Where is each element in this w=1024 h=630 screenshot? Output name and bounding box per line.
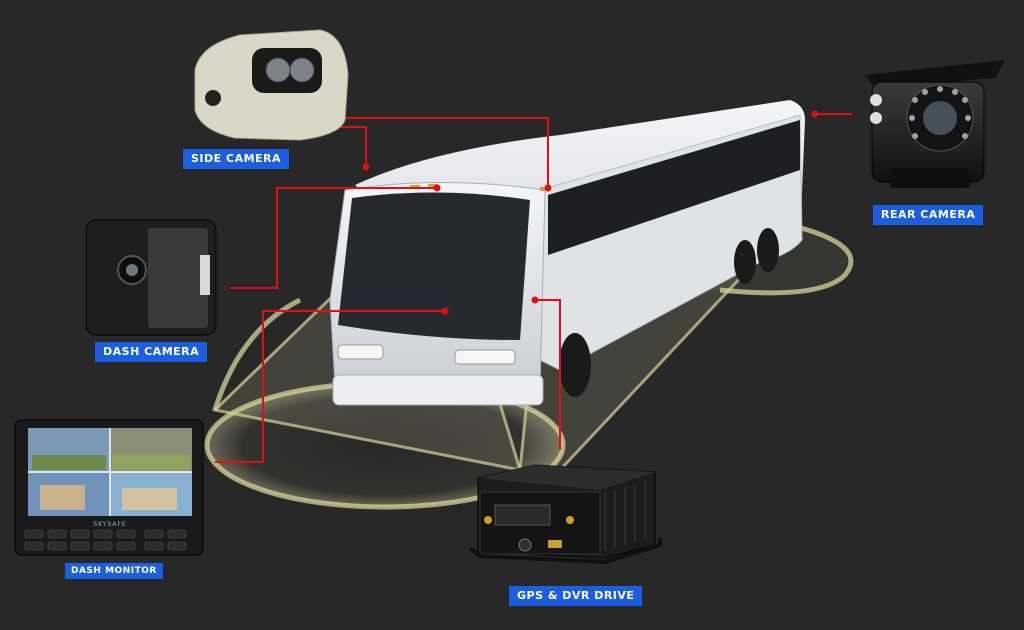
label-dash-monitor: DASH MONITOR xyxy=(65,563,163,579)
bus-side-windows xyxy=(548,120,800,255)
dvr-unit-icon xyxy=(468,464,662,565)
connector-dvr xyxy=(535,299,561,450)
connector-dash-monitor xyxy=(215,310,445,463)
bus-headlight-left xyxy=(337,344,384,360)
bus-illustration xyxy=(329,100,805,406)
connector-side-camera-a xyxy=(313,117,549,188)
bus-bumper xyxy=(332,374,544,406)
bus-headlight-right xyxy=(454,349,516,365)
monitor-brand: SKYSAFE xyxy=(93,521,126,528)
rear-camera-icon xyxy=(865,60,1005,188)
connector-dash-camera xyxy=(230,187,437,289)
side-camera-icon xyxy=(194,29,349,141)
label-rear-camera: REAR CAMERA xyxy=(873,205,984,225)
dash-monitor-icon: SKYSAFE xyxy=(14,419,204,556)
label-dash-camera: DASH CAMERA xyxy=(95,342,208,362)
connector-dots xyxy=(362,110,819,315)
coverage-ring-side xyxy=(212,297,302,411)
dash-camera-icon xyxy=(85,219,217,336)
bus-wheel-rear-2 xyxy=(757,228,779,272)
bus-wheel-rear-1 xyxy=(734,240,756,284)
bus-wheel-front xyxy=(559,333,591,397)
bus-windshield xyxy=(338,192,530,340)
label-side-camera: SIDE CAMERA xyxy=(183,149,290,169)
bus-marker-light-2 xyxy=(428,184,438,188)
label-gps-dvr: GPS & DVR DRIVE xyxy=(509,586,643,606)
